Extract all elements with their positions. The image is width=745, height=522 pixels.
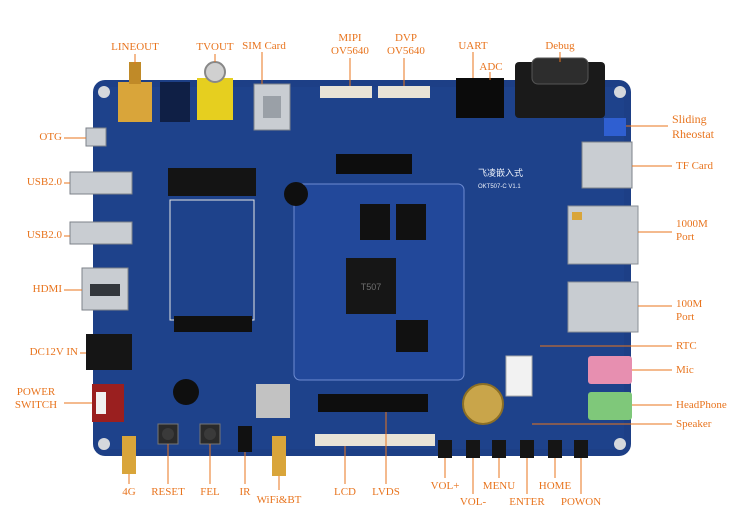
label-usb1: USB2.0 <box>26 176 62 188</box>
lvds-header <box>318 394 428 412</box>
label-headphone: HeadPhone <box>676 399 727 411</box>
button-volp <box>438 440 452 458</box>
mount-hole <box>98 86 110 98</box>
label-menu: MENU <box>482 480 516 492</box>
fel-button-cap <box>204 428 216 440</box>
tf-card-slot <box>581 141 633 189</box>
speaker-connector <box>505 355 533 397</box>
label-hdmi: HDMI <box>32 283 62 295</box>
label-volp: VOL+ <box>430 480 460 492</box>
label-1000m-port: 1000M Port <box>676 218 708 243</box>
pmic-chip <box>396 320 428 352</box>
mount-hole <box>614 86 626 98</box>
usb-port-1 <box>69 171 133 195</box>
mini-pcie-slot <box>168 168 256 196</box>
label-wifi-bt: WiFi&BT <box>256 494 302 506</box>
dvp-connector <box>378 86 430 98</box>
ethernet-1000m-led <box>572 212 582 220</box>
label-ir: IR <box>239 486 251 498</box>
button-menu <box>492 440 506 458</box>
label-lineout: LINEOUT <box>111 41 159 53</box>
button-home <box>548 440 562 458</box>
mipi-connector <box>320 86 372 98</box>
antenna-4g <box>122 436 136 474</box>
top-header <box>336 154 412 174</box>
lcd-ffc-connector <box>174 316 252 332</box>
power-switch-lever <box>96 392 106 414</box>
lcd-connector <box>315 434 435 446</box>
soc-chip-text: T507 <box>361 282 382 292</box>
usb-port-2 <box>69 221 133 245</box>
tvout-jack-ring <box>204 61 226 83</box>
reset-button-cap <box>162 428 174 440</box>
label-dc12v: DC12V IN <box>29 346 78 358</box>
lineout-jack <box>118 82 152 122</box>
headphone-jack <box>588 392 632 420</box>
mount-hole <box>98 438 110 450</box>
button-enter <box>520 440 534 458</box>
label-simcard: SIM Card <box>242 40 286 52</box>
rtc-battery <box>462 383 504 425</box>
label-100m-port: 100M Port <box>676 298 703 323</box>
ir-receiver <box>238 426 252 452</box>
sim-slot-window <box>263 96 281 118</box>
label-uart: UART <box>458 40 488 52</box>
label-4g: 4G <box>122 486 136 498</box>
label-power-switch: POWER SWITCH <box>14 386 58 411</box>
inductor <box>173 379 199 405</box>
label-lvds: LVDS <box>372 486 400 498</box>
label-volm: VOL- <box>459 496 487 508</box>
label-mic: Mic <box>676 364 694 376</box>
button-volm <box>466 440 480 458</box>
label-debug: Debug <box>545 40 575 52</box>
rheostat <box>604 118 626 136</box>
tvout-jack <box>197 78 233 120</box>
label-reset: RESET <box>151 486 185 498</box>
brand-silk: 飞凌嵌入式 <box>478 167 523 179</box>
lineout-jack-pin <box>129 62 141 84</box>
label-rtc: RTC <box>676 340 697 352</box>
label-adc: ADC <box>479 61 503 73</box>
ethernet-100m <box>567 281 639 333</box>
mic-jack <box>588 356 632 384</box>
label-usb2: USB2.0 <box>26 229 62 241</box>
soc-chip <box>346 258 396 314</box>
hdmi-port-inner <box>90 284 120 296</box>
wifi-antenna <box>272 436 286 476</box>
label-home: HOME <box>538 480 572 492</box>
label-lcd: LCD <box>334 486 356 498</box>
label-enter: ENTER <box>509 496 545 508</box>
component <box>160 82 190 122</box>
label-tfcard: TF Card <box>676 160 713 172</box>
label-otg: OTG <box>39 131 62 143</box>
mount-hole <box>614 438 626 450</box>
label-dvp: DVP OV5640 <box>387 32 425 57</box>
uart-adc-header <box>456 78 504 118</box>
label-speaker: Speaker <box>676 418 712 430</box>
button-powon <box>574 440 588 458</box>
inductor <box>284 182 308 206</box>
board-model-silk: OKT507-C V1.1 <box>478 184 521 190</box>
label-powon: POWON <box>560 496 602 508</box>
label-sliding-rheostat: Sliding Rheostat <box>672 112 714 141</box>
ram-chip <box>396 204 426 240</box>
otg-port <box>85 127 107 147</box>
label-fel: FEL <box>200 486 220 498</box>
wifi-module <box>256 384 290 418</box>
label-tvout: TVOUT <box>196 41 234 53</box>
dc-jack <box>86 334 132 370</box>
ram-chip <box>360 204 390 240</box>
label-mipi: MIPI OV5640 <box>331 32 369 57</box>
